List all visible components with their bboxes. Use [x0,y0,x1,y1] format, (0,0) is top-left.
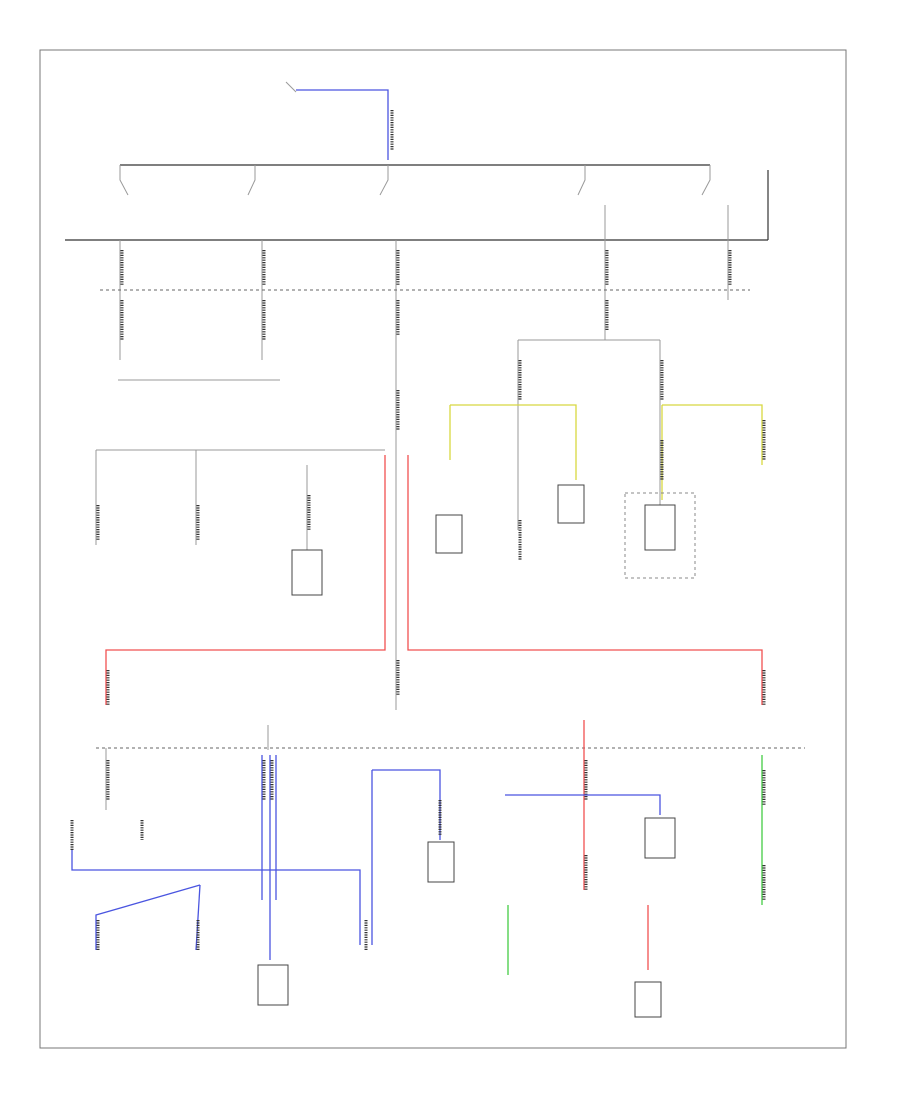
top-fuse-symbol [285,81,297,93]
top-blue-wire [296,89,389,160]
red-wire-right [407,455,763,705]
blue-wire-right [371,769,441,945]
starter-relay-box [644,504,676,551]
blue-wire-left [95,884,201,950]
lower-right-box [644,817,676,859]
bottom-right-box [634,981,662,1018]
lower-box-2 [257,964,289,1006]
yellow-wire-left [450,404,577,480]
blue-wire-bundle [261,755,277,960]
brake-switch-box [557,484,585,524]
blue-wire-lower-right [505,794,661,815]
switch-contacts [119,165,711,196]
yellow-wire-right [662,404,763,465]
red-wire-left [105,455,386,705]
left-relay-box [291,549,323,596]
lower-box-1 [427,841,455,883]
blue-wire-mid [195,884,201,951]
trans-range-switch-box [435,514,463,554]
blue-wire-bottom [71,850,361,945]
bus-drops [119,205,732,710]
diagram-border [39,49,847,1049]
